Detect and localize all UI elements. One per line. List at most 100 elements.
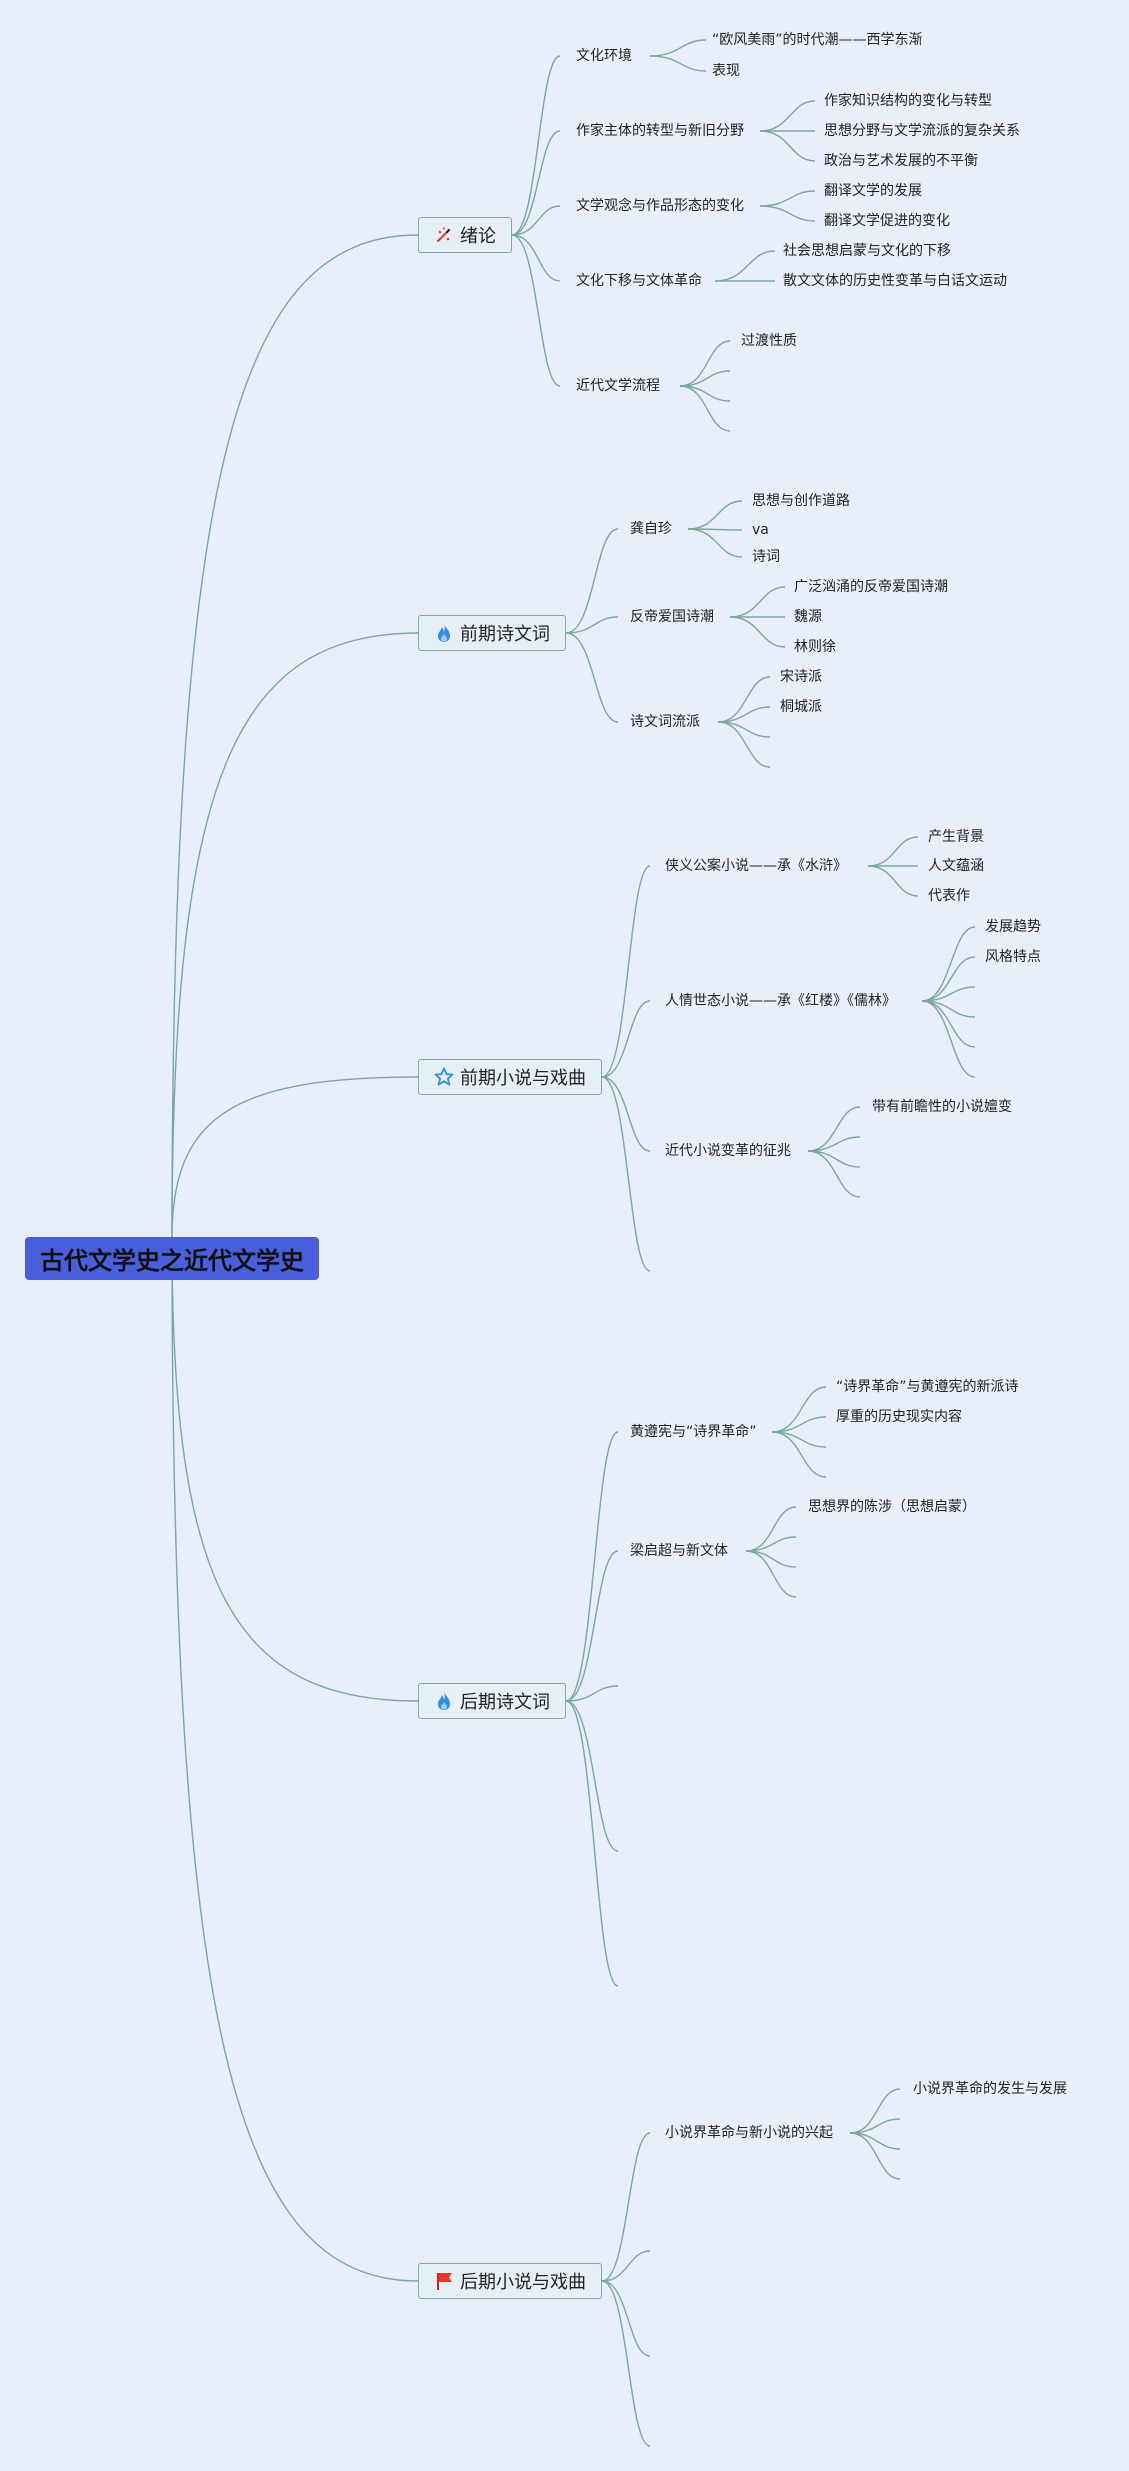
connector-line (565, 1700, 619, 1852)
connector-line (714, 250, 776, 282)
connector-line (729, 616, 786, 648)
subtopic-item[interactable]: 广泛汹涌的反帝爱国诗潮 (794, 579, 948, 595)
branch-late-poetry[interactable]: 后期诗文词 (418, 1683, 566, 1719)
connector-line (687, 500, 743, 530)
connector-line (759, 190, 816, 207)
connector-line (759, 100, 816, 132)
connector-line (601, 2280, 651, 2357)
subtopic-item[interactable]: 表现 (712, 63, 740, 79)
flame-icon (434, 623, 454, 643)
topic-literary-process[interactable]: 近代文学流程 (576, 378, 660, 394)
topic-huang-zunxian[interactable]: 黄遵宪与“诗界革命” (630, 1424, 757, 1440)
connector-line (601, 2132, 651, 2282)
connector-line (601, 2250, 651, 2282)
subtopic-item[interactable]: 政治与艺术发展的不平衡 (824, 153, 978, 169)
connector-line (745, 1506, 797, 1552)
connector-line (679, 385, 731, 402)
branch-early-fiction[interactable]: 前期小说与戏曲 (418, 1059, 602, 1095)
branch-early-poetry[interactable]: 前期诗文词 (418, 615, 566, 651)
topic-writer-transformation[interactable]: 作家主体的转型与新旧分野 (576, 123, 744, 139)
subtopic-item[interactable]: 翻译文学促进的变化 (824, 213, 950, 229)
connector-line (745, 1550, 797, 1568)
connector-line (687, 528, 743, 558)
connector-line (601, 2280, 651, 2447)
connector-line (849, 2118, 901, 2134)
topic-liang-qichao[interactable]: 梁启超与新文体 (630, 1543, 728, 1559)
connector-line (171, 234, 419, 1239)
subtopic-item[interactable]: 代表作 (928, 888, 970, 904)
subtopic-item[interactable]: 思想分野与文学流派的复杂关系 (824, 123, 1020, 139)
connector-line (601, 865, 651, 1078)
topic-chivalric-novels[interactable]: 侠义公案小说——承《水浒》 (665, 858, 847, 874)
branch-title: 后期诗文词 (460, 1692, 550, 1713)
connector-line (511, 205, 561, 236)
subtopic-item[interactable]: 思想与创作道路 (752, 493, 850, 509)
connector-line (807, 1150, 861, 1198)
connector-line (771, 1431, 827, 1478)
subtopic-item[interactable]: 作家知识结构的变化与转型 (824, 93, 992, 109)
topic-novel-change[interactable]: 近代小说变革的征兆 (665, 1143, 791, 1159)
subtopic-item[interactable]: 风格特点 (985, 949, 1041, 965)
topic-literary-concepts[interactable]: 文学观念与作品形态的变化 (576, 198, 744, 214)
subtopic-item[interactable]: 带有前瞻性的小说嬗变 (872, 1099, 1012, 1115)
pencil-sparkle-icon (434, 225, 454, 245)
subtopic-item[interactable]: 社会思想启蒙与文化的下移 (783, 243, 951, 259)
topic-social-novels[interactable]: 人情世态小说——承《红楼》《儒林》 (665, 993, 896, 1009)
connector-line (717, 676, 771, 723)
subtopic-item[interactable]: 桐城派 (780, 699, 822, 715)
connector-line (729, 586, 786, 618)
connector-line (921, 1000, 976, 1078)
connector-line (565, 528, 619, 634)
connector-line (565, 1700, 619, 1987)
topic-culture-revolution[interactable]: 文化下移与文体革命 (576, 273, 702, 289)
connector-line (921, 926, 976, 1002)
connector-line (745, 1550, 797, 1598)
subtopic-item[interactable]: 翻译文学的发展 (824, 183, 922, 199)
connector-line (649, 55, 707, 72)
topic-schools[interactable]: 诗文词流派 (630, 714, 700, 730)
branch-late-fiction[interactable]: 后期小说与戏曲 (418, 2263, 602, 2299)
connector-line (849, 2088, 901, 2134)
connector-line (171, 1237, 419, 2282)
connector-line (921, 1000, 976, 1048)
subtopic-item[interactable]: “诗界革命”与黄遵宪的新派诗 (836, 1379, 1019, 1395)
subtopic-item[interactable]: “欧风美雨”的时代潮——西学东渐 (712, 32, 923, 48)
connector-line (745, 1536, 797, 1552)
root-node[interactable]: 古代文学史之近代文学史 (25, 1237, 319, 1280)
connector-line (849, 2132, 901, 2180)
subtopic-item[interactable]: 发展趋势 (985, 919, 1041, 935)
subtopic-item[interactable]: 诗词 (752, 549, 780, 565)
topic-fiction-revolution[interactable]: 小说界革命与新小说的兴起 (665, 2125, 833, 2141)
subtopic-item[interactable]: 魏源 (794, 609, 822, 625)
connector-line (601, 1076, 651, 1152)
subtopic-item[interactable]: 小说界革命的发生与发展 (913, 2081, 1067, 2097)
subtopic-item[interactable]: 宋诗派 (780, 669, 822, 685)
topic-gong-zizhen[interactable]: 龚自珍 (630, 521, 672, 537)
connector-line (921, 956, 976, 1002)
connector-lines (171, 39, 976, 2447)
connector-line (807, 1106, 861, 1152)
subtopic-item[interactable]: 过渡性质 (741, 333, 797, 349)
subtopic-item[interactable]: 散文文体的历史性变革与白话文运动 (783, 273, 1007, 289)
branch-title: 后期小说与戏曲 (460, 2272, 586, 2293)
branch-title: 前期诗文词 (460, 624, 550, 645)
connector-line (565, 1550, 619, 1702)
subtopic-item[interactable]: 林则徐 (794, 639, 836, 655)
connector-line (771, 1431, 827, 1448)
connector-line (565, 632, 619, 723)
subtopic-item[interactable]: 产生背景 (928, 829, 984, 845)
connector-line (511, 55, 561, 236)
connector-line (565, 1685, 619, 1702)
subtopic-item[interactable]: 人文蕴涵 (928, 858, 984, 874)
connector-line (771, 1416, 827, 1433)
connector-line (511, 234, 561, 387)
branch-intro[interactable]: 绪论 (418, 217, 512, 253)
subtopic-item[interactable]: va (752, 522, 769, 538)
connector-line (565, 616, 619, 634)
flame-icon (434, 1691, 454, 1711)
topic-patriotic-poetry[interactable]: 反帝爱国诗潮 (630, 609, 714, 625)
subtopic-item[interactable]: 思想界的陈涉（思想启蒙） (808, 1499, 976, 1515)
topic-cultural-environment[interactable]: 文化环境 (576, 48, 632, 64)
subtopic-item[interactable]: 厚重的历史现实内容 (836, 1409, 962, 1425)
connector-line (717, 706, 771, 723)
